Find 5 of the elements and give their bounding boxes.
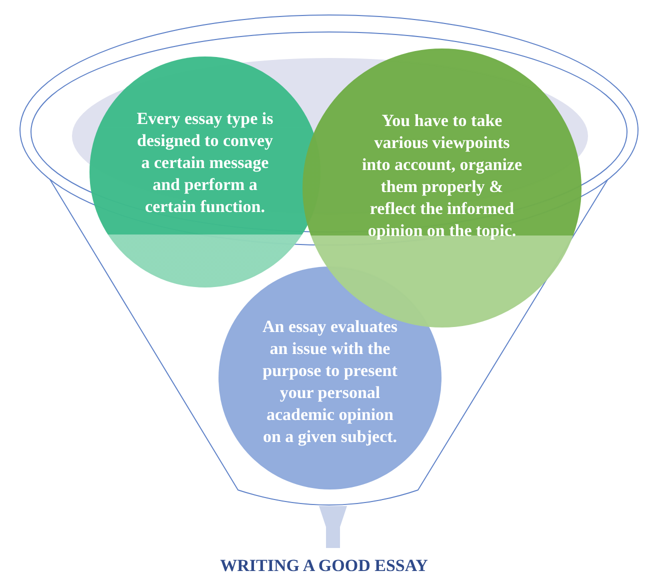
down-arrow: [319, 506, 347, 548]
circle-text: Every essay type is designed to convey a certain message and perform a certain function.: [136, 108, 274, 218]
circle-text: You have to take various viewpoints into account, organize them properly & reflect the informed opinion on the topic.: [360, 110, 524, 242]
result-heading: WRITING A GOOD ESSAY: [219, 555, 429, 577]
circle-text: An essay evaluates an issue with the purpose to present your personal academic opinion on a given subject.: [261, 316, 399, 448]
